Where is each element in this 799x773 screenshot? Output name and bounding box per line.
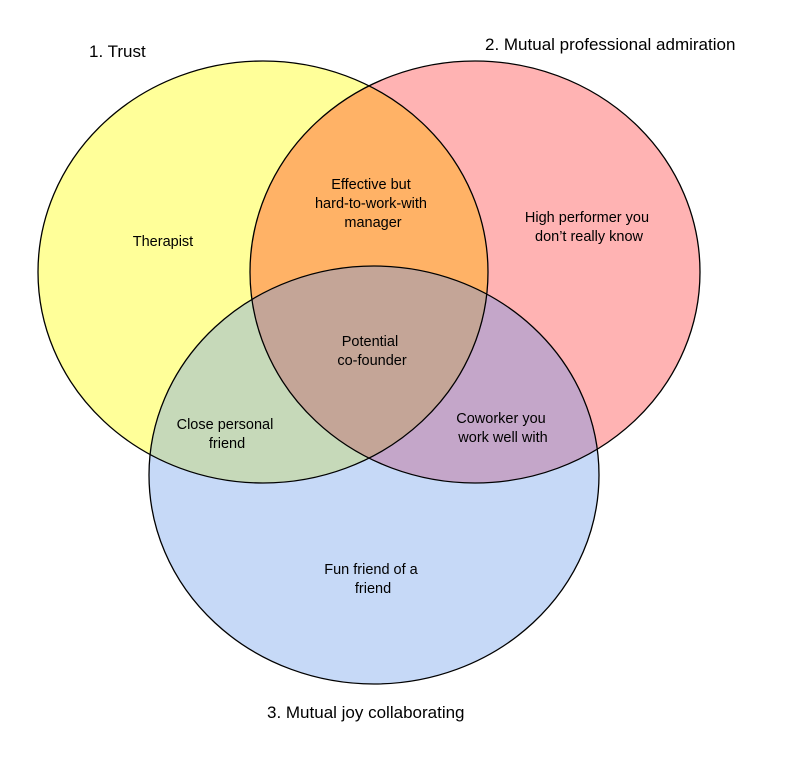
joy-outline	[148, 265, 600, 685]
admiration-outline	[249, 60, 701, 484]
region-label-all-three: Potential co-founder	[337, 334, 406, 369]
region-label-trust-admiration: Effective but hard-to-work-with manager	[315, 177, 431, 231]
trust-outline	[37, 60, 489, 484]
set-label-joy: 3. Mutual joy collaborating	[267, 703, 465, 722]
region-label-trust-joy: Close personal friend	[177, 417, 278, 452]
set-label-trust: 1. Trust	[89, 42, 146, 61]
set-label-admiration: 2. Mutual professional admiration	[485, 35, 735, 54]
region-label-admiration-joy: Coworker you work well with	[456, 411, 549, 446]
region-label-joy-only: Fun friend of a friend	[324, 562, 422, 597]
region-label-admiration-only: High performer you don’t really know	[525, 210, 653, 245]
region-label-trust-only: Therapist	[133, 234, 193, 250]
